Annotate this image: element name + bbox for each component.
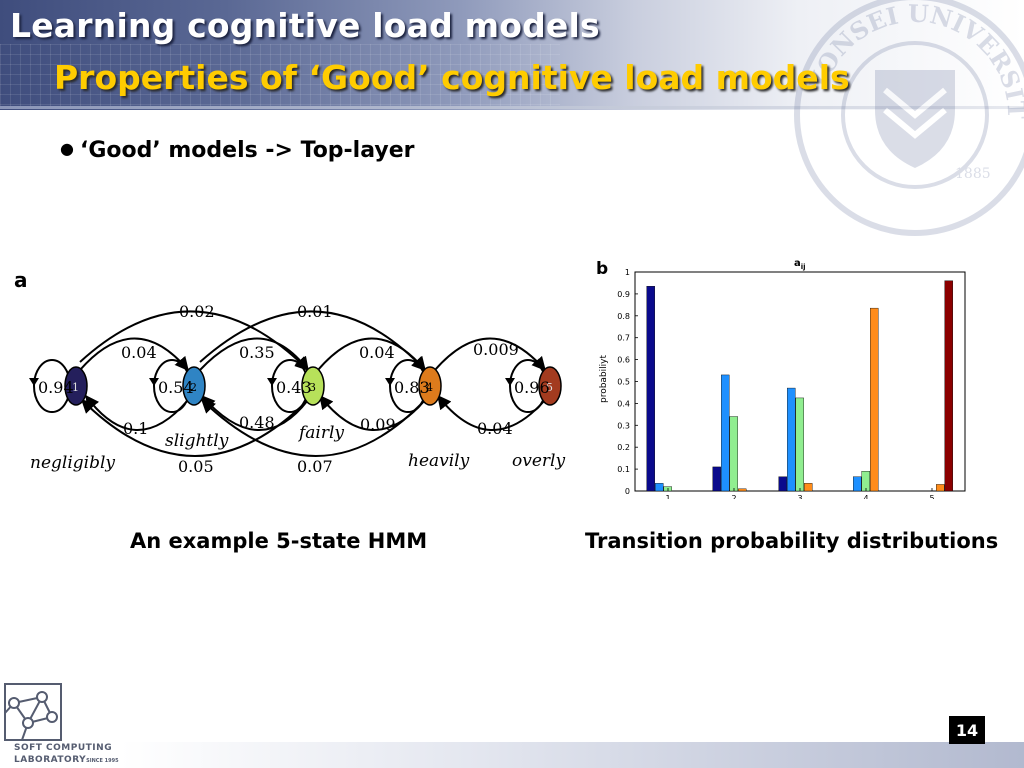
footer-bar xyxy=(120,742,1024,768)
bar-1-1 xyxy=(646,286,655,492)
chart-title: aij xyxy=(794,258,806,271)
state-label-overly: overly xyxy=(512,451,565,471)
y-tick-label: 1 xyxy=(625,268,630,277)
state-label-heavily: heavily xyxy=(408,451,470,471)
y-tick-label: 0.9 xyxy=(617,290,630,299)
lab-name-line2: LABORATORY xyxy=(14,755,87,765)
state-id-4: 4 xyxy=(426,381,433,394)
trans-3-4: 0.04 xyxy=(359,343,395,362)
bar-2-1 xyxy=(712,466,721,492)
bar-1-2 xyxy=(655,483,664,492)
bar-2-2 xyxy=(721,374,730,492)
chart-title-subscript: ij xyxy=(801,263,806,271)
bar-5-4 xyxy=(936,484,945,492)
trans-2-3: 0.35 xyxy=(239,343,275,362)
state-node-3 xyxy=(301,366,325,406)
university-seal-icon: YONSEI UNIVERSITY 1885 xyxy=(790,0,1024,236)
lab-name: SOFT COMPUTING LABORATORYSINCE 1995 xyxy=(14,742,119,767)
state-node-4 xyxy=(418,366,442,406)
bar-4-2 xyxy=(853,476,862,492)
hmm-diagram: a 1 2 3 4 5 0.94 0.54 0.43 0.83 0.96 0.0… xyxy=(14,268,565,476)
bullet-point: ● ‘Good’ models -> Top-layer xyxy=(60,138,415,163)
x-ticks: 1 2 3 4 5 xyxy=(665,488,935,499)
trans-1-3: 0.02 xyxy=(179,302,215,321)
lab-logo-icon xyxy=(4,683,62,741)
state-label-fairly: fairly xyxy=(297,423,344,443)
x-tick-label: 2 xyxy=(731,494,736,499)
bar-2-4 xyxy=(738,488,747,492)
y-tick-label: 0.1 xyxy=(617,465,630,474)
state-id-3: 3 xyxy=(309,381,316,394)
panel-label-b: b xyxy=(596,259,608,279)
x-tick-label: 4 xyxy=(863,494,868,499)
state-label-negligibly: negligibly xyxy=(30,453,115,473)
bar-5-5 xyxy=(944,280,953,492)
header-divider xyxy=(0,106,1024,109)
y-tick-label: 0.8 xyxy=(617,312,630,321)
trans-3-1: 0.05 xyxy=(178,457,214,476)
trans-4-3: 0.09 xyxy=(360,415,396,434)
chart-ylabel: probabiliyt xyxy=(599,355,609,403)
trans-5-4: 0.04 xyxy=(477,419,513,438)
self-loop-3: 0.43 xyxy=(276,378,312,397)
caption-hmm: An example 5-state HMM xyxy=(130,529,428,553)
lab-name-line1: SOFT COMPUTING xyxy=(14,743,113,753)
trans-2-4: 0.01 xyxy=(297,302,333,321)
header-grid-pattern xyxy=(0,44,560,106)
slide-title: Learning cognitive load models xyxy=(10,6,600,45)
page-number: 14 xyxy=(949,716,985,744)
y-tick-label: 0.2 xyxy=(617,443,630,452)
trans-2-1: 0.1 xyxy=(123,419,148,438)
transition-bar-chart: b aij probabiliyt 0 0.1 0.2 0.3 0.4 0.5 0.6 0.7… xyxy=(596,258,966,499)
lab-since: SINCE 1995 xyxy=(86,758,119,764)
state-id-1: 1 xyxy=(72,381,79,394)
y-tick-label: 0.7 xyxy=(617,334,630,343)
bars-layer xyxy=(646,280,953,492)
y-tick-label: 0.4 xyxy=(617,399,630,408)
bar-3-1 xyxy=(778,476,787,492)
state-node-5 xyxy=(538,366,562,406)
y-ticks: 0 0.1 0.2 0.3 0.4 0.5 0.6 0.7 0.8 0.9 1 xyxy=(617,268,638,496)
bar-2-3 xyxy=(729,416,738,492)
y-tick-label: 0.6 xyxy=(617,356,630,365)
y-tick-label: 0.3 xyxy=(617,421,630,430)
caption-chart: Transition probability distributions xyxy=(585,529,999,553)
bar-3-2 xyxy=(787,387,796,492)
x-tick-label: 1 xyxy=(665,494,670,499)
self-loop-1: 0.94 xyxy=(38,378,74,397)
slide-header xyxy=(0,0,1024,110)
state-id-5: 5 xyxy=(546,381,553,394)
self-loop-2: 0.54 xyxy=(158,378,194,397)
state-node-2 xyxy=(182,366,206,406)
x-tick-label: 5 xyxy=(929,494,934,499)
bar-4-4 xyxy=(870,307,879,492)
state-node-1 xyxy=(64,366,88,406)
trans-3-2: 0.48 xyxy=(239,413,275,432)
panel-label-a: a xyxy=(14,268,28,292)
self-loop-5: 0.96 xyxy=(514,378,550,397)
state-id-2: 2 xyxy=(190,381,197,394)
state-label-slightly: slightly xyxy=(165,431,229,451)
trans-4-5: 0.009 xyxy=(473,340,519,359)
chart-title-base: a xyxy=(794,258,801,269)
seal-year: 1885 xyxy=(955,166,991,182)
bullet-text: ‘Good’ models -> Top-layer xyxy=(79,138,415,163)
slide-subtitle: Properties of ‘Good’ cognitive load mode… xyxy=(54,58,850,97)
x-tick-label: 3 xyxy=(797,494,802,499)
y-tick-label: 0 xyxy=(625,487,630,496)
y-tick-label: 0.5 xyxy=(617,378,630,387)
bullet-icon: ● xyxy=(60,139,74,158)
bar-3-4 xyxy=(804,483,813,492)
trans-4-2: 0.07 xyxy=(297,457,333,476)
trans-1-2: 0.04 xyxy=(121,343,157,362)
bar-3-3 xyxy=(795,397,804,492)
self-loop-4: 0.83 xyxy=(394,378,430,397)
